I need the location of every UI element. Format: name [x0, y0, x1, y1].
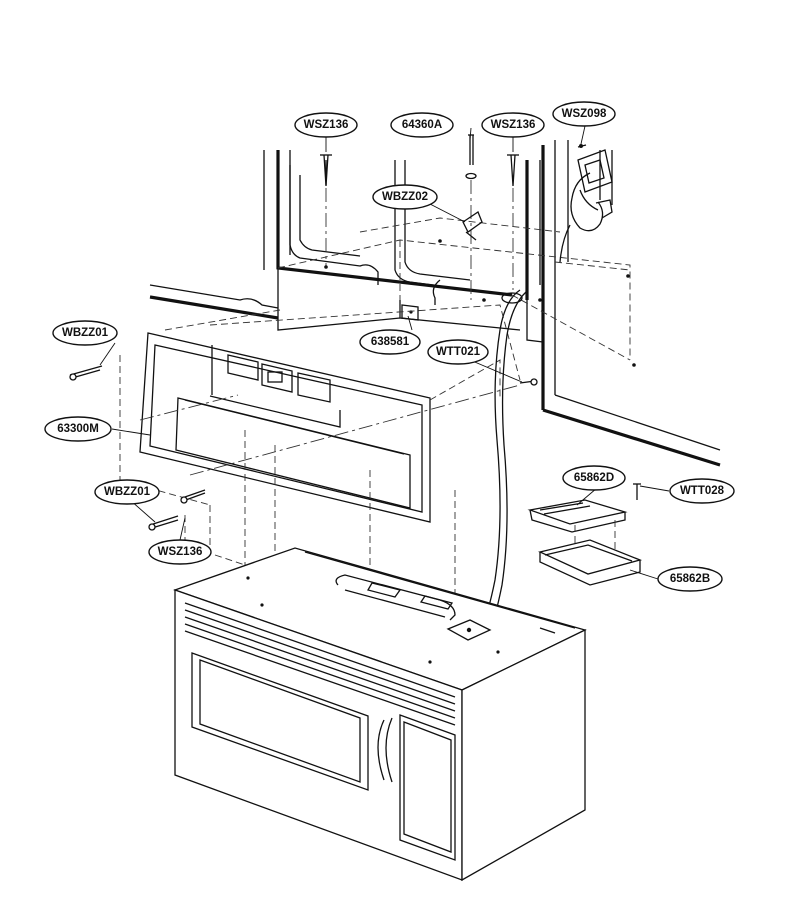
- callout-65862d: 65862D: [562, 465, 626, 491]
- callout-wsz136-top-left: WSZ136: [294, 112, 358, 138]
- callout-65862b: 65862B: [657, 566, 723, 592]
- callout-label: WBZZ01: [104, 486, 151, 498]
- callout-label: 65862D: [574, 472, 614, 484]
- callout-label: 63300M: [57, 423, 99, 435]
- callout-wbzz02: WBZZ02: [372, 184, 438, 210]
- damper-parts: [527, 483, 643, 586]
- callout-wbzz01-lower: WBZZ01: [94, 479, 160, 505]
- microwave-oven: [173, 547, 587, 882]
- callout-label: WSZ098: [562, 108, 607, 120]
- callout-label: 65862B: [670, 573, 710, 585]
- callout-label: WTT021: [436, 346, 481, 358]
- power-cord: [479, 289, 527, 637]
- callout-64360a: 64360A: [390, 112, 454, 138]
- callout-638581: 638581: [359, 329, 421, 355]
- part-638581: [401, 304, 419, 321]
- side-screws: [69, 365, 538, 531]
- wall-outlet: [559, 144, 613, 263]
- top-screws: [320, 134, 636, 367]
- callout-wsz098: WSZ098: [552, 101, 616, 127]
- callout-wsz136-top-right: WSZ136: [481, 112, 545, 138]
- callout-label: WSZ136: [491, 119, 536, 131]
- callout-label: WTT028: [680, 485, 725, 497]
- callout-wbzz01-upper: WBZZ01: [52, 320, 118, 346]
- callout-63300m: 63300M: [44, 416, 112, 442]
- callout-label: WBZZ02: [382, 191, 428, 203]
- mounting-plate: [139, 332, 431, 523]
- callout-label: WSZ136: [158, 546, 203, 558]
- callout-label: WSZ136: [304, 119, 349, 131]
- callout-wtt021: WTT021: [427, 339, 489, 365]
- callout-wsz136-lower: WSZ136: [148, 539, 212, 565]
- wall-cabinet: [149, 140, 721, 467]
- callout-wtt028: WTT028: [669, 478, 735, 504]
- callout-label: WBZZ01: [62, 327, 109, 339]
- callout-label: 64360A: [402, 119, 442, 131]
- callout-label: 638581: [371, 336, 410, 348]
